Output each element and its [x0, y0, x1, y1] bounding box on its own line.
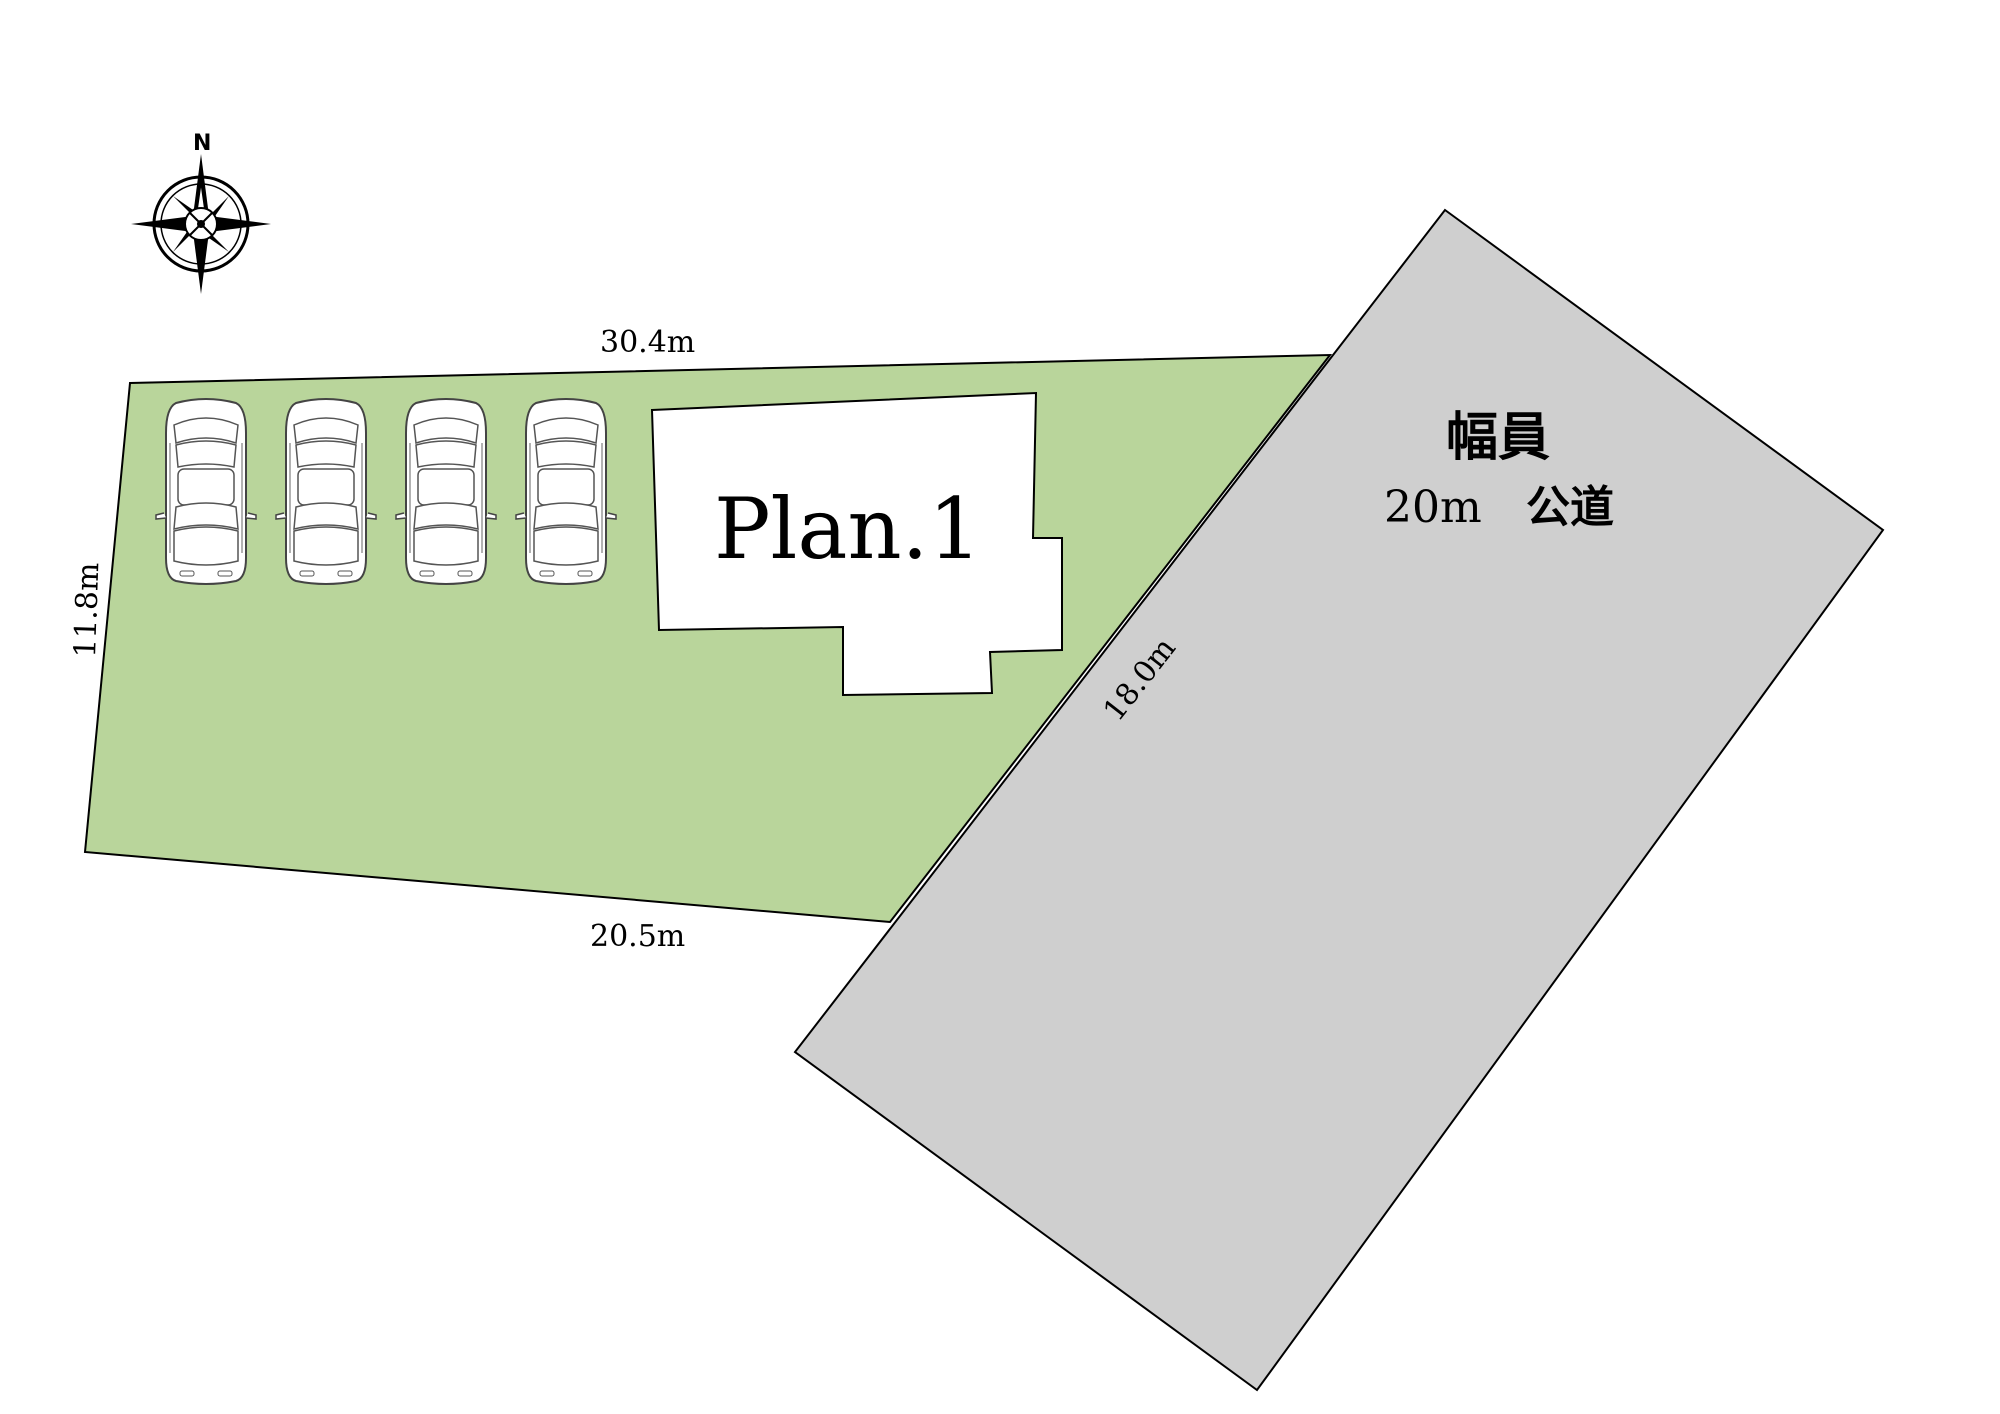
road-title: 幅員 [1446, 407, 1550, 468]
dimension-left: 11.8m [68, 562, 106, 658]
road-type: 公道 [1526, 482, 1614, 533]
compass-north-label: N [193, 131, 211, 156]
dimension-bottom: 20.5m [590, 919, 685, 954]
building-label: Plan.1 [714, 480, 982, 578]
parking-car-2 [275, 398, 377, 585]
compass-rose-icon [131, 154, 271, 294]
building-footprint [650, 391, 1063, 697]
parking-car-3 [395, 398, 497, 585]
parking-car-4 [515, 398, 617, 585]
public-road [793, 208, 1885, 1392]
road-width: 20m [1384, 482, 1482, 533]
dimension-top: 30.4m [600, 325, 695, 360]
parking-car-1 [155, 398, 257, 585]
